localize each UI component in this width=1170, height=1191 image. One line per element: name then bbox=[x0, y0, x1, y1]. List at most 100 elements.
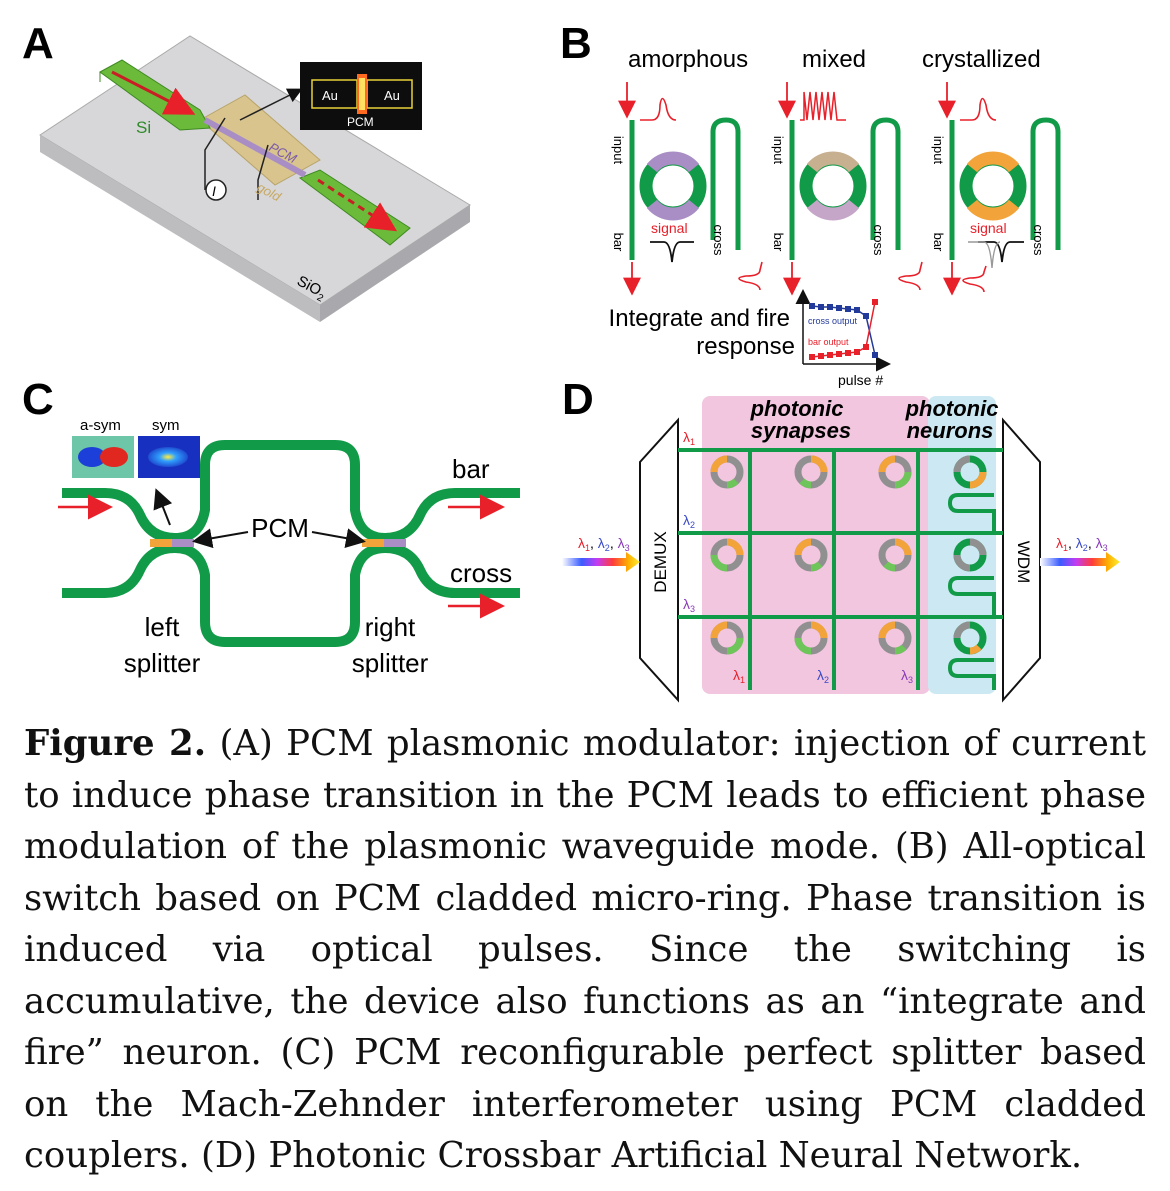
inset-au-right-label: Au bbox=[384, 88, 400, 103]
output-wavelengths: λ1, λ2, λ3 bbox=[1056, 535, 1108, 553]
figure-2-diagram: A I Au Au PCM Si PCM gold SiO2 bbox=[22, 19, 1120, 703]
signal-dip-previous bbox=[968, 241, 1001, 269]
panel-a: A I Au Au PCM Si PCM gold SiO2 bbox=[22, 19, 471, 322]
wdm-block bbox=[1002, 417, 1041, 703]
drop-waveguide bbox=[870, 117, 901, 250]
cross-port-label: cross bbox=[711, 224, 726, 256]
mode-leader bbox=[153, 488, 173, 526]
synapses-label-2: synapses bbox=[751, 418, 851, 443]
pcm-segment bbox=[806, 199, 860, 221]
bar-port-label: bar bbox=[771, 233, 786, 252]
cross-output-label: cross output bbox=[808, 316, 858, 326]
switch-unit-crystallized: signal input bar cross bbox=[931, 82, 1061, 296]
pcm-segment bbox=[966, 151, 1020, 173]
cross-port-label: cross bbox=[871, 224, 886, 256]
panel-c: C a-sym sym PCM bar cross left splitter … bbox=[22, 375, 520, 678]
caption-text: (A) PCM plasmonic modulator: injection o… bbox=[24, 723, 1146, 1176]
inset-pcm-glow bbox=[359, 78, 365, 110]
col-lambda-3: λ3 bbox=[901, 667, 913, 685]
panel-b-letter: B bbox=[560, 19, 592, 68]
cross-pulse bbox=[738, 261, 763, 291]
signal-dip bbox=[650, 241, 694, 263]
pcm-segment bbox=[646, 199, 700, 221]
sio2-substrate-front bbox=[40, 135, 320, 322]
pcm-segment bbox=[806, 151, 860, 173]
response-line-2: response bbox=[696, 333, 795, 360]
col-lambda-2: λ2 bbox=[817, 667, 829, 685]
panel-d-letter: D bbox=[562, 375, 594, 424]
left-splitter-label-1: left bbox=[145, 612, 180, 642]
cross-output-markers bbox=[809, 303, 878, 358]
input-port-label: input bbox=[771, 136, 786, 165]
current-circuit bbox=[204, 117, 269, 200]
input-light-arrow bbox=[111, 70, 196, 115]
left-splitter-label-2: splitter bbox=[124, 648, 201, 678]
panel-b: B amorphous mixed crystallized signal in… bbox=[560, 19, 1061, 388]
synapse-ring bbox=[878, 621, 912, 655]
asym-lobe-blue bbox=[78, 447, 106, 467]
synapse-ring bbox=[794, 538, 828, 572]
sym-mode-label: sym bbox=[152, 417, 180, 434]
crossbar-lines bbox=[678, 448, 1003, 690]
panel-c-letter: C bbox=[22, 375, 54, 424]
pcm-segment bbox=[646, 151, 700, 173]
cross-port-label: cross bbox=[1031, 224, 1046, 256]
right-pcm-pad bbox=[362, 539, 384, 547]
neurons-label-1: photonic bbox=[905, 396, 999, 421]
inset-leader bbox=[239, 88, 303, 121]
pcm-right-pointer bbox=[311, 528, 366, 549]
input-port-label: input bbox=[931, 136, 946, 165]
synapse-ring bbox=[878, 538, 912, 572]
cross-port-label-c: cross bbox=[450, 558, 512, 588]
mzi-bottom-waveguide bbox=[62, 543, 520, 647]
input-pulse-train bbox=[800, 91, 846, 121]
input-port-label: input bbox=[611, 136, 626, 165]
bar-pulse bbox=[962, 265, 987, 293]
current-label: I bbox=[212, 183, 216, 199]
right-splitter-label-1: right bbox=[365, 612, 416, 642]
pulse-axis-label: pulse # bbox=[838, 372, 883, 388]
state-mixed: mixed bbox=[802, 46, 866, 73]
drop-waveguide bbox=[710, 117, 741, 250]
wdm-label: WDM bbox=[1014, 541, 1033, 583]
state-amorphous: amorphous bbox=[628, 46, 748, 73]
synapse-ring bbox=[710, 538, 744, 572]
col-lambda-1: λ1 bbox=[733, 667, 745, 685]
pcm-strip bbox=[203, 117, 307, 178]
synapse-ring bbox=[878, 455, 912, 489]
input-beam-arrow bbox=[562, 552, 640, 572]
input-pulse bbox=[640, 97, 677, 121]
signal-label: signal bbox=[651, 220, 688, 236]
mzi-top-waveguide bbox=[62, 440, 520, 543]
bar-port-label: bar bbox=[611, 233, 626, 252]
pcm-callout-label: PCM bbox=[251, 513, 309, 543]
row-lambda-1: λ1 bbox=[683, 429, 695, 447]
row-lambda-3: λ3 bbox=[683, 596, 695, 614]
output-light-arrow bbox=[317, 178, 398, 232]
panel-a-letter: A bbox=[22, 19, 54, 68]
cross-pulse bbox=[898, 261, 923, 291]
bar-output-label: bar output bbox=[808, 337, 849, 347]
current-source-icon bbox=[205, 179, 227, 201]
switch-unit-mixed: input bar cross bbox=[771, 82, 923, 296]
neuron-ring bbox=[953, 455, 987, 489]
gold-pad bbox=[199, 94, 321, 186]
response-line-1: Integrate and fire bbox=[609, 305, 790, 332]
panel-d: D photonic synapses photonic neurons DEM… bbox=[562, 375, 1120, 703]
left-pcm-pad-purple bbox=[172, 539, 194, 547]
synapse-ring bbox=[710, 621, 744, 655]
inset-au-left-label: Au bbox=[322, 88, 338, 103]
synapses-label-1: photonic bbox=[750, 396, 844, 421]
asym-mode-label: a-sym bbox=[80, 417, 121, 434]
signal-dip bbox=[978, 241, 1024, 263]
bar-output-markers bbox=[809, 299, 878, 360]
state-crystallized: crystallized bbox=[922, 46, 1041, 73]
synapse-rings bbox=[710, 455, 912, 655]
demux-block bbox=[639, 417, 679, 703]
synapse-ring bbox=[794, 621, 828, 655]
sio2-substrate-side bbox=[320, 205, 470, 322]
caption-label: Figure 2. bbox=[24, 723, 207, 764]
signal-label: signal bbox=[970, 220, 1007, 236]
output-beam-arrow bbox=[1040, 552, 1120, 572]
switch-unit-amorphous: signal input bar cross bbox=[611, 82, 763, 296]
